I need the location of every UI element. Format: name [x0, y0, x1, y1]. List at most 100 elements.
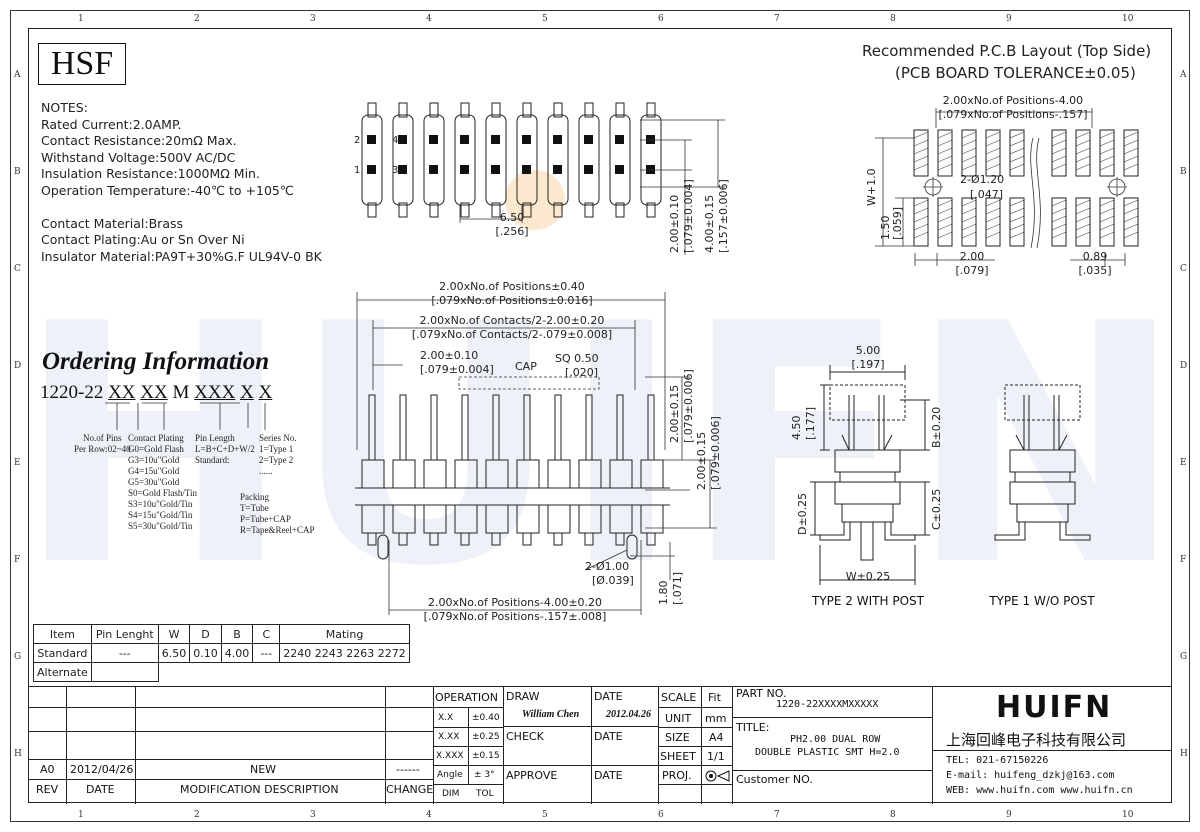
pcb-pad-hatch	[1051, 147, 1067, 155]
zone-column-number: 3	[310, 14, 316, 24]
pcb-pad-hatch	[913, 231, 929, 239]
pcb-pad-hatch	[961, 199, 977, 207]
top-pin-housing	[578, 114, 600, 206]
zone-column-number: 9	[1006, 14, 1012, 24]
zone-row-letter: A	[1180, 70, 1187, 80]
dim-label: 2.00±0.10	[420, 349, 478, 362]
pcb-pad-hatch	[913, 199, 929, 207]
pcb-pad-hatch	[1051, 223, 1067, 231]
table-row: Standard --- 6.50 0.10 4.00 --- 2240 224…	[33, 643, 410, 663]
dim-label: 2.00xNo.of Positions-4.00	[943, 94, 1083, 107]
pcb-pad-hatch	[1075, 163, 1091, 171]
dim-label: [.079xNo.of Positions-.157±.008]	[424, 610, 607, 623]
pcb-pad-hatch	[937, 231, 953, 239]
dim-label: 4.50	[790, 416, 803, 441]
pcb-pad-hatch	[937, 163, 953, 171]
dim-label: [.047]	[970, 188, 1003, 201]
drawing-outer-border	[10, 10, 1190, 822]
pin-label: 1	[354, 165, 360, 176]
check-date-label: DATE	[594, 730, 623, 743]
top-view-pin-array	[361, 102, 662, 218]
zone-row-letter: D	[14, 361, 22, 371]
dim-label: 2.00	[960, 250, 985, 263]
dim-label: 2.00xNo.of Positions±0.40	[439, 280, 585, 293]
top-pin-housing	[392, 114, 414, 206]
pcb-pad	[1009, 129, 1025, 177]
zone-column-number: 6	[658, 14, 664, 24]
top-pin-lead	[429, 102, 439, 118]
pcb-pad-hatch	[1009, 131, 1025, 139]
pcb-pad-hatch	[1075, 207, 1091, 215]
pcb-pad	[1123, 129, 1139, 177]
pcb-pad-hatch	[985, 215, 1001, 223]
pcb-pad-hatch	[1099, 131, 1115, 139]
front-post	[377, 534, 389, 560]
customer-no-label: Customer NO.	[736, 773, 813, 786]
top-pin-square	[646, 135, 655, 144]
pcb-pad-hatch	[1123, 155, 1139, 163]
pcb-pad-hatch	[1075, 199, 1091, 207]
table-cell: Alternate	[33, 662, 92, 682]
zone-column-number: 8	[890, 810, 896, 820]
title-line: PH2.00 DUAL ROW	[790, 734, 881, 745]
top-pin-housing	[423, 114, 445, 206]
zone-row-letter: G	[14, 652, 22, 662]
pcb-pad	[1099, 129, 1115, 177]
front-pin-lead	[616, 394, 624, 461]
rev-header: REV	[36, 783, 59, 796]
pin-label: 4	[392, 135, 398, 146]
top-pin-housing	[547, 114, 569, 206]
pcb-title: Recommended P.C.B Layout (Top Side)	[862, 42, 1152, 60]
top-pin-square	[429, 135, 438, 144]
pcb-pad-hatch	[961, 155, 977, 163]
pcb-pad-array	[913, 129, 1139, 247]
pcb-pad-hatch	[937, 199, 953, 207]
table-row: Alternate	[33, 662, 410, 682]
rev-description-value: NEW	[250, 763, 277, 776]
approve-date-label: DATE	[594, 769, 623, 782]
pcb-pad-hatch	[961, 231, 977, 239]
pcb-pad-hatch	[1123, 199, 1139, 207]
dim-label: [.079xNo.of Positions-.157]	[939, 108, 1088, 121]
top-pin-square	[615, 135, 624, 144]
front-pin-housing	[454, 504, 478, 534]
note-line: Rated Current:2.0AMP.	[41, 116, 182, 132]
dim-label: [.079±0.006]	[682, 369, 695, 443]
zone-row-letter: F	[1180, 555, 1187, 565]
pcb-pad-hatch	[937, 207, 953, 215]
top-pin-lead	[646, 202, 656, 218]
zone-row-letter: H	[14, 749, 22, 759]
watermark-text: HUIFN	[16, 254, 1185, 638]
front-pin-housing	[578, 459, 602, 489]
pcb-pad-hatch	[1099, 199, 1115, 207]
pcb-pad-hatch	[1123, 139, 1139, 147]
dim-label: 2-Ø1.20	[960, 173, 1004, 186]
pcb-pad-hatch	[937, 147, 953, 155]
pcb-pad-hatch	[1009, 163, 1025, 171]
zone-row-letter: E	[1180, 458, 1187, 468]
pcb-pad	[961, 129, 977, 177]
front-pin-housing	[516, 459, 540, 489]
zone-row-letter: A	[14, 70, 21, 80]
top-pin-square	[646, 165, 655, 174]
pcb-pad-hatch	[985, 155, 1001, 163]
unit-value: mm	[705, 712, 727, 725]
modification-header: MODIFICATION DESCRIPTION	[180, 783, 339, 796]
pcb-layout-drawing: 2.00xNo.of Positions-4.00 [.079xNo.of Po…	[865, 94, 1139, 277]
pcb-pad-hatch	[1099, 231, 1115, 239]
top-pin-square	[367, 165, 376, 174]
top-pin-square	[460, 135, 469, 144]
part-no-label: PART NO.	[736, 687, 787, 700]
pcb-pad-hatch	[961, 215, 977, 223]
date-header: DATE	[86, 783, 115, 796]
tol-dim: Angle	[437, 770, 463, 780]
dim-label: [.059]	[891, 207, 904, 240]
pcb-pad-hatch	[1009, 199, 1025, 207]
top-pin-square	[584, 135, 593, 144]
pcb-pad-hatch	[913, 131, 929, 139]
top-pin-square	[460, 165, 469, 174]
zone-column-number: 10	[1122, 14, 1134, 24]
approve-label: APPROVE	[506, 769, 558, 782]
